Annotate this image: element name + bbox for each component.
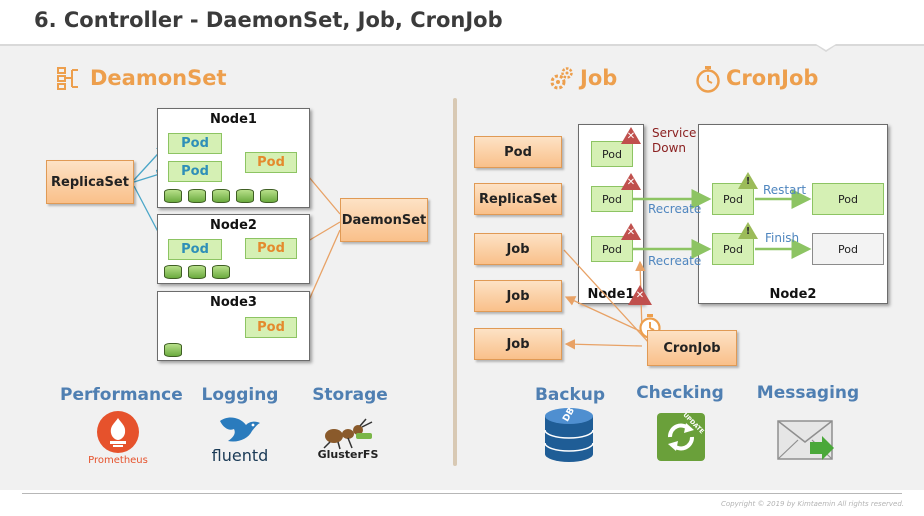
glusterfs-ant-icon: [323, 418, 373, 450]
pod[interactable]: Pod: [591, 236, 633, 262]
error-warning-icon: ✕: [621, 173, 641, 190]
cronjob-box[interactable]: CronJob: [647, 330, 737, 366]
daemon-pod[interactable]: Pod: [245, 238, 297, 259]
disk-icon: [260, 189, 278, 203]
pod[interactable]: Pod: [591, 186, 633, 212]
alert-warning-icon: !: [738, 222, 758, 239]
fluentd-logo-text: fluentd: [211, 446, 269, 465]
job-section-title: Job: [580, 66, 618, 90]
job-connectors: [563, 189, 812, 350]
pod[interactable]: Pod: [168, 239, 222, 260]
disk-icon: [212, 265, 230, 279]
copyright-text: Copyright © 2019 by Kimtaemin All rights…: [721, 500, 904, 508]
alert-warning-icon: !: [738, 172, 758, 189]
pod[interactable]: Pod: [712, 233, 754, 265]
replicaset-controller-box[interactable]: ReplicaSet: [474, 183, 562, 215]
restart-label: Restart: [763, 183, 807, 197]
mail-icon: [777, 420, 834, 460]
error-warning-icon: ✕: [621, 223, 641, 240]
fluentd-bird-icon: [220, 417, 260, 442]
disk-icon: [164, 189, 182, 203]
database-icon: [544, 408, 594, 462]
feature-performance-label: Performance: [60, 385, 183, 405]
replicaset-box[interactable]: ReplicaSet: [46, 160, 134, 204]
node-down-warning-icon: ✕: [628, 285, 652, 305]
disk-icon: [236, 189, 254, 203]
prometheus-logo-text: Prometheus: [88, 455, 148, 466]
daemonset-box[interactable]: DaemonSet: [340, 198, 428, 242]
disk-icon: [164, 265, 182, 279]
node1-label: Node1: [210, 112, 257, 127]
update-icon: [657, 413, 705, 461]
prometheus-icon: [97, 411, 139, 453]
section-divider: [453, 98, 457, 466]
feature-backup-label: Backup: [534, 385, 606, 405]
disk-icon: [188, 265, 206, 279]
page-title: 6. Controller - DaemonSet, Job, CronJob: [34, 8, 503, 32]
pod[interactable]: Pod: [168, 161, 222, 182]
daemonset-section-title: DeamonSet: [90, 66, 227, 90]
glusterfs-logo-text: GlusterFS: [317, 448, 379, 461]
stopwatch-icon: [696, 66, 720, 93]
finish-label: Finish: [765, 231, 800, 245]
pod-controller-box[interactable]: Pod: [474, 136, 562, 168]
job-controller-box[interactable]: Job: [474, 328, 562, 360]
disk-icon: [212, 189, 230, 203]
feature-storage-label: Storage: [312, 385, 388, 405]
node3-label: Node3: [210, 295, 257, 310]
node2-label: Node2: [210, 218, 257, 233]
pod[interactable]: Pod: [812, 183, 884, 215]
feature-messaging-label: Messaging: [756, 383, 860, 403]
job-controller-box[interactable]: Job: [474, 280, 562, 312]
job-controller-box[interactable]: Job: [474, 233, 562, 265]
daemon-pod[interactable]: Pod: [245, 317, 297, 338]
feature-checking-label: Checking: [636, 383, 724, 403]
disk-icon: [164, 343, 182, 357]
job-node1-label: Node1: [587, 287, 635, 302]
title-divider: [0, 44, 924, 46]
job-node2-label: Node2: [769, 287, 817, 302]
daemon-pod[interactable]: Pod: [245, 152, 297, 173]
error-warning-icon: ✕: [621, 127, 641, 144]
header-bar: [0, 0, 924, 44]
service-down-label: Service Down: [652, 126, 697, 155]
feature-logging-label: Logging: [201, 385, 279, 405]
pod[interactable]: Pod: [168, 133, 222, 154]
footer-divider: [22, 493, 902, 494]
gears-icon: [550, 67, 573, 90]
pod[interactable]: Pod: [812, 233, 884, 265]
disk-icon: [188, 189, 206, 203]
hierarchy-icon: [57, 67, 78, 90]
callout-notch-icon: [814, 44, 838, 52]
recreate-label: Recreate: [648, 202, 702, 216]
pod[interactable]: Pod: [591, 141, 633, 167]
cronjob-section-title: CronJob: [726, 66, 819, 90]
recreate-label: Recreate: [648, 254, 702, 268]
